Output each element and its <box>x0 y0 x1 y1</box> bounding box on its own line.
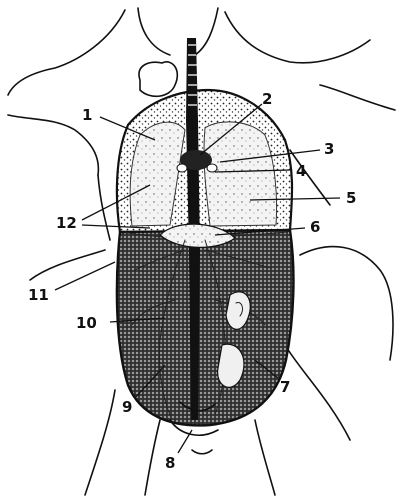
label-3: 3 <box>324 140 334 158</box>
label-2: 2 <box>262 90 272 108</box>
label-12: 12 <box>56 214 77 232</box>
label-10: 10 <box>76 314 97 332</box>
thymus-blob <box>139 62 177 96</box>
abdominal-cavity <box>117 230 294 425</box>
label-9: 9 <box>122 398 132 416</box>
label-4: 4 <box>296 162 306 180</box>
label-1: 1 <box>82 106 92 124</box>
leader-8 <box>178 430 192 453</box>
label-7: 7 <box>280 378 290 396</box>
label-5: 5 <box>346 189 356 207</box>
label-6: 6 <box>310 218 320 236</box>
leader-11 <box>55 262 115 290</box>
label-8: 8 <box>165 454 175 472</box>
label-11: 11 <box>28 286 49 304</box>
